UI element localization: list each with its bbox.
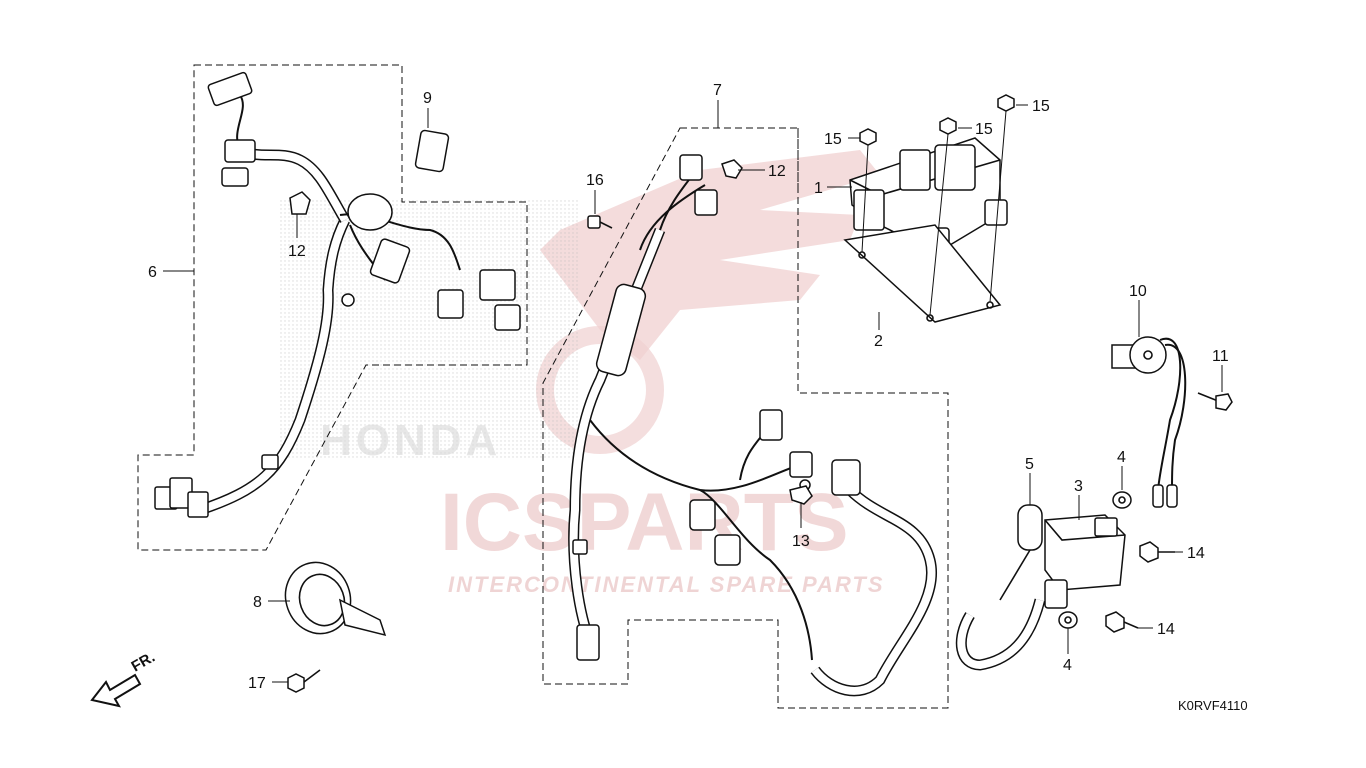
callout-5[interactable]: 5 — [1025, 456, 1034, 473]
front-indicator-label: FR. — [129, 649, 158, 676]
clip-13[interactable] — [789, 485, 813, 505]
leader-lines — [163, 100, 1223, 683]
ecu-unit-1[interactable] — [849, 137, 1008, 249]
washer-4-top[interactable] — [1112, 491, 1132, 509]
plug-cap-5[interactable] — [955, 504, 1046, 671]
bolt-16[interactable] — [587, 215, 613, 229]
watermark-tagline: INTERCONTINENTAL SPARE PARTS — [448, 572, 885, 597]
callout-14-bottom[interactable]: 14 — [1157, 621, 1175, 638]
diagram-code: K0RVF4110 — [1178, 698, 1248, 713]
callout-4-bottom[interactable]: 4 — [1063, 657, 1072, 674]
callout-6[interactable]: 6 — [148, 264, 157, 281]
bolt-14-bottom[interactable] — [1105, 611, 1139, 633]
callout-17[interactable]: 17 — [248, 675, 266, 692]
mounting-plate-2[interactable] — [843, 224, 1002, 323]
nut-15-b[interactable] — [939, 117, 957, 135]
sensor-10[interactable] — [1111, 336, 1187, 508]
washer-4-bottom[interactable] — [1058, 611, 1078, 629]
clip-12-right[interactable] — [721, 159, 743, 179]
callout-12-left[interactable]: 12 — [288, 243, 306, 260]
group-box-7 — [542, 127, 949, 709]
bolt-11[interactable] — [1197, 392, 1233, 411]
nut-15-c[interactable] — [997, 94, 1015, 112]
watermark-brand: ICSPARTS — [440, 477, 849, 568]
nut-15-a[interactable] — [859, 128, 877, 146]
callout-9[interactable]: 9 — [423, 90, 432, 107]
callout-15-c[interactable]: 15 — [1032, 98, 1050, 115]
group-box-6 — [137, 64, 528, 551]
callout-12-right[interactable]: 12 — [768, 163, 786, 180]
watermark-honda: HONDA — [320, 416, 501, 465]
callout-16[interactable]: 16 — [586, 172, 604, 189]
callout-2[interactable]: 2 — [874, 333, 883, 350]
callout-15-a[interactable]: 15 — [824, 131, 842, 148]
wire-harness-6[interactable] — [154, 71, 521, 518]
callout-14-top[interactable]: 14 — [1187, 545, 1205, 562]
ignition-coil-3[interactable] — [1044, 514, 1126, 609]
callout-4-top[interactable]: 4 — [1117, 449, 1126, 466]
front-direction-arrow: FR. — [90, 649, 158, 708]
callout-15-b[interactable]: 15 — [975, 121, 993, 138]
bolt-17[interactable] — [287, 669, 321, 693]
callout-8[interactable]: 8 — [253, 594, 262, 611]
horn-8[interactable] — [276, 553, 387, 643]
callout-1[interactable]: 1 — [814, 180, 823, 197]
callout-10[interactable]: 10 — [1129, 283, 1147, 300]
wire-harness-7[interactable] — [568, 154, 937, 697]
callout-13[interactable]: 13 — [792, 533, 810, 550]
relay-9[interactable] — [414, 129, 450, 173]
callout-3[interactable]: 3 — [1074, 478, 1083, 495]
callout-labels: 6 7 9 12 12 16 13 1 2 15 15 15 10 11 5 3… — [148, 82, 1229, 692]
clip-12-left[interactable] — [289, 191, 311, 215]
callout-7[interactable]: 7 — [713, 82, 722, 99]
callout-11[interactable]: 11 — [1212, 348, 1229, 365]
